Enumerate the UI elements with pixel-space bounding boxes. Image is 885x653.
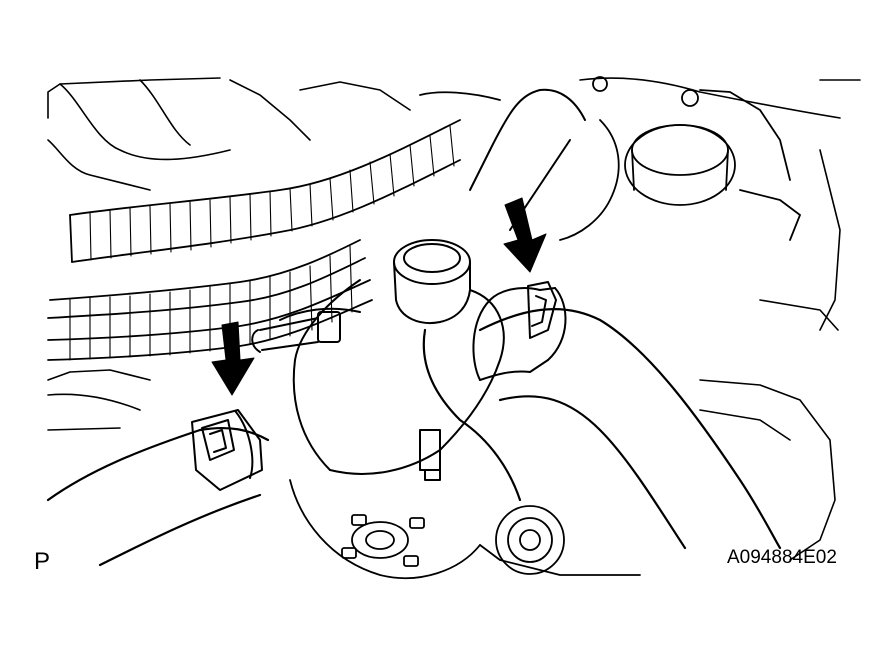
upper-radiator-hose [469, 88, 586, 231]
figure-id: A094884E02 [727, 547, 837, 568]
down-arrow-right [503, 197, 547, 273]
filler-cap [559, 76, 801, 241]
hose-clamp-right [472, 281, 567, 381]
corrugated-harness [47, 91, 501, 361]
view-letter: P [34, 548, 51, 575]
down-arrow-left [211, 321, 255, 396]
hose-clamp-left [191, 409, 263, 491]
water-outlet-housing [251, 239, 505, 481]
large-hose-left [46, 426, 270, 567]
large-hose-right [422, 308, 782, 550]
engine-background [47, 77, 861, 561]
lower-housing [289, 479, 641, 579]
